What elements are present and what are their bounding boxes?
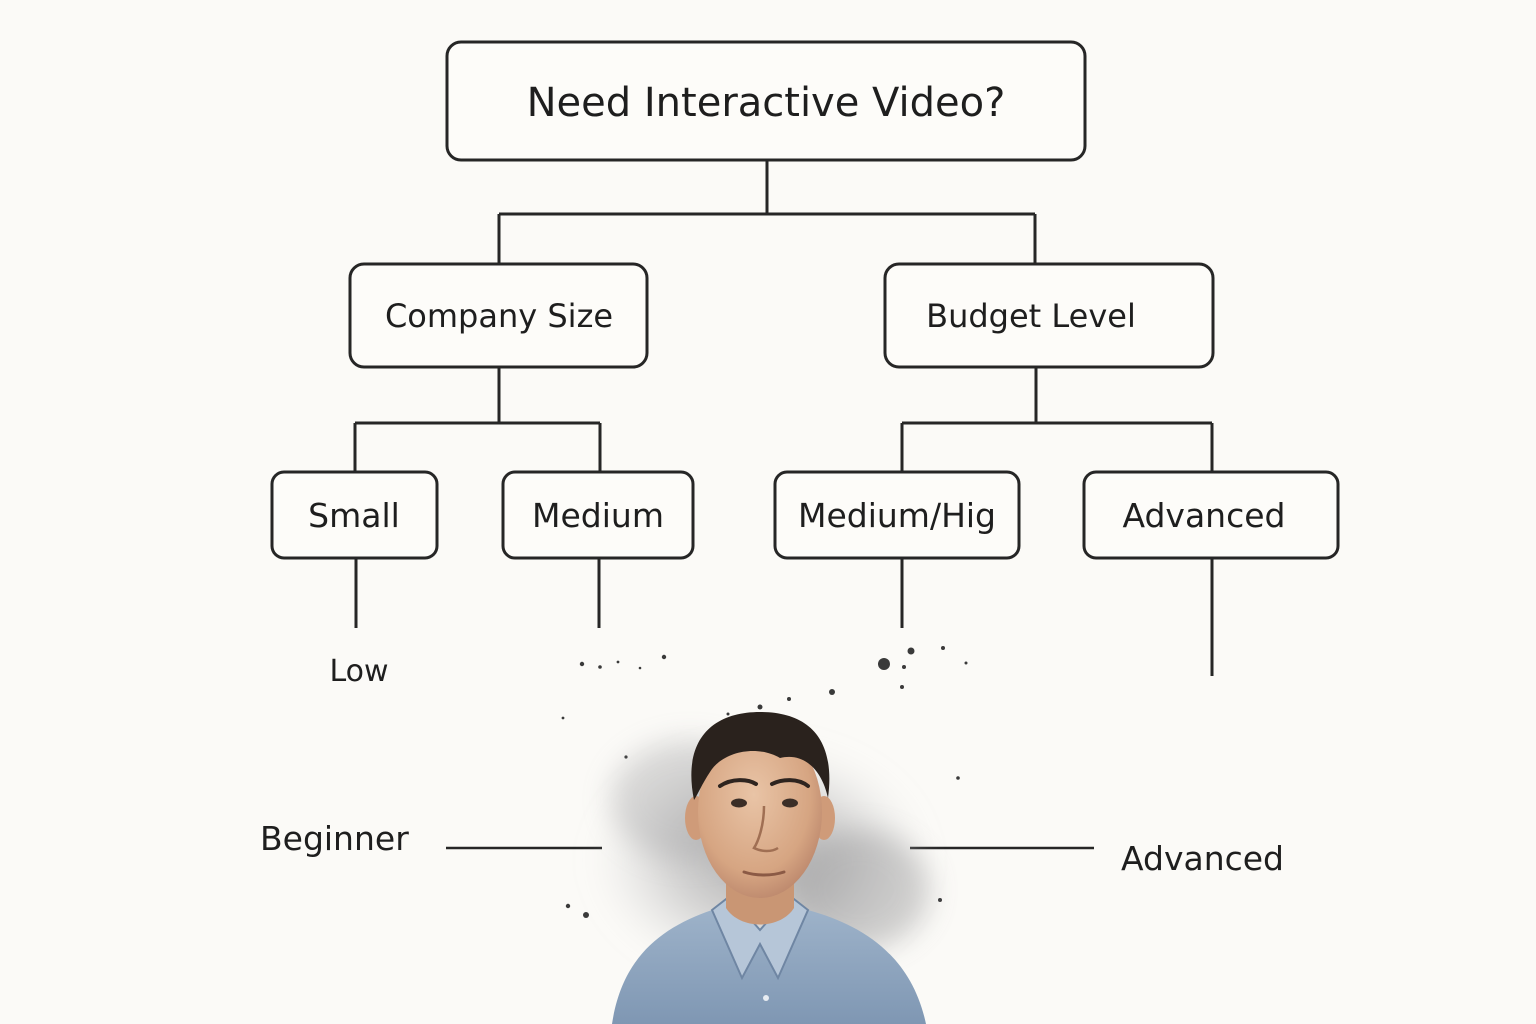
node-company-size-label: Company Size: [385, 297, 613, 335]
scale-beginner-label: Beginner: [260, 819, 409, 858]
outcome-low-label: Low: [329, 654, 388, 689]
node-advanced-label: Advanced: [1122, 496, 1285, 535]
node-medium-label: Medium: [532, 496, 664, 535]
node-medium: Medium: [501, 470, 695, 560]
root-node-label: Need Interactive Video?: [527, 80, 1006, 126]
node-small: Small: [270, 470, 439, 560]
man-portrait-illustration: [592, 712, 930, 1024]
root-node: Need Interactive Video?: [445, 40, 1087, 162]
node-budget-level: Budget Level: [883, 262, 1215, 369]
node-small-label: Small: [308, 496, 400, 535]
node-company-size: Company Size: [348, 262, 649, 369]
ink-speckles: [561, 646, 968, 918]
scale-advanced-label: Advanced: [1121, 839, 1284, 878]
node-advanced: Advanced: [1082, 470, 1340, 560]
node-medium-high: Medium/Hig: [773, 470, 1021, 560]
tree-connectors: [353, 160, 1214, 850]
node-budget-level-label: Budget Level: [926, 297, 1136, 335]
node-medium-high-label: Medium/Hig: [798, 496, 996, 535]
